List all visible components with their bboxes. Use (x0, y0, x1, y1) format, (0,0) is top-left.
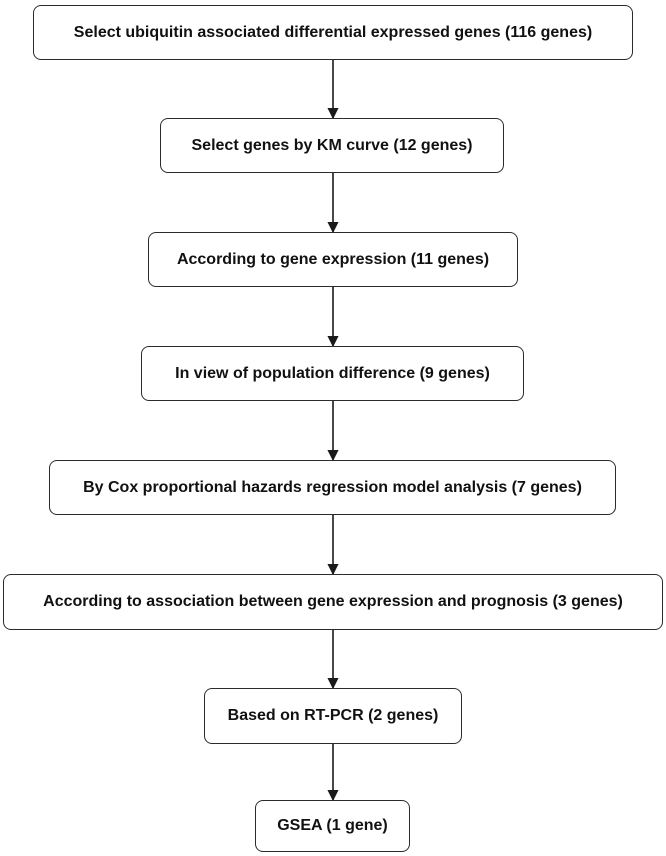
step-8-box: GSEA (1 gene) (255, 800, 410, 852)
step-5-box: By Cox proportional hazards regression m… (49, 460, 616, 515)
step-4-box: In view of population difference (9 gene… (141, 346, 524, 401)
step-1-box: Select ubiquitin associated differential… (33, 5, 633, 60)
step-3-box: According to gene expression (11 genes) (148, 232, 518, 287)
step-2-box: Select genes by KM curve (12 genes) (160, 118, 504, 173)
step-6-box: According to association between gene ex… (3, 574, 663, 630)
step-7-box: Based on RT-PCR (2 genes) (204, 688, 462, 744)
